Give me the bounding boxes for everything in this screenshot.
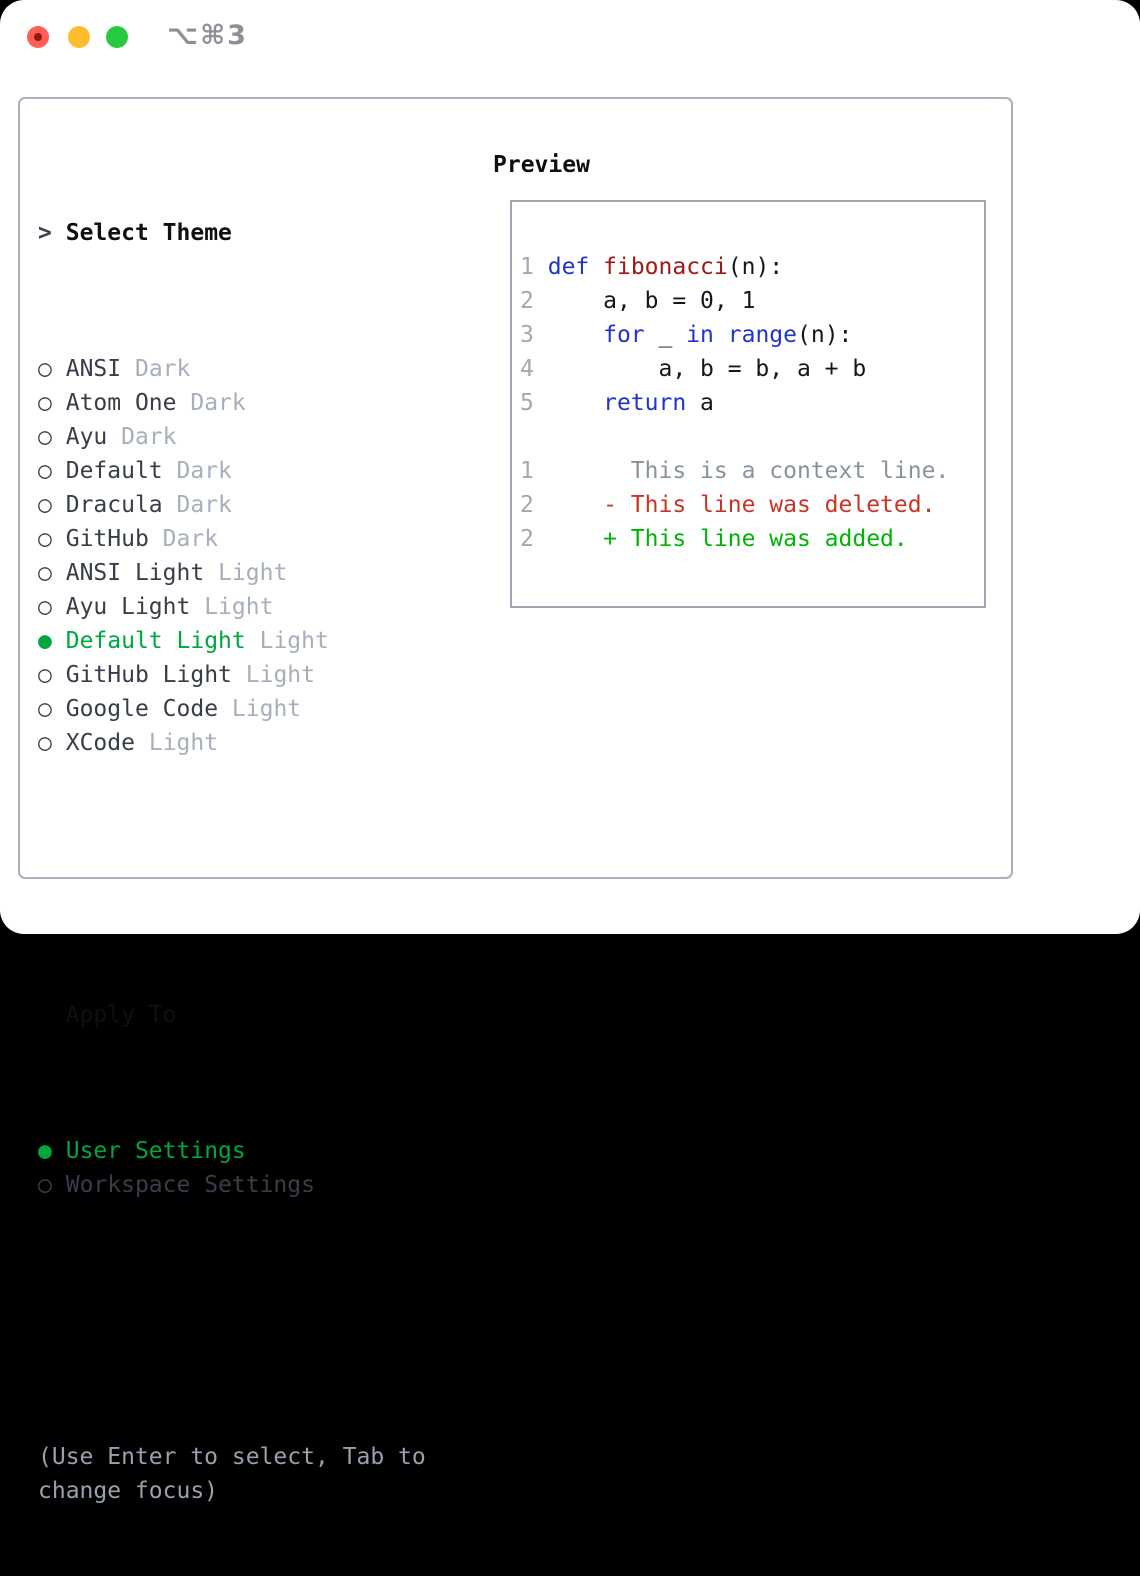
radio-icon: ○	[38, 560, 52, 586]
theme-variant-label: Light	[204, 594, 274, 620]
code-line: 1 This is a context line.	[520, 458, 950, 484]
apply-option[interactable]: ○ Workspace Settings	[38, 1168, 458, 1202]
apply-to-header-row: Apply To	[38, 998, 458, 1032]
radio-icon: ○	[38, 594, 52, 620]
hint-text: (Use Enter to select, Tab to change focu…	[38, 1444, 440, 1504]
close-dot-icon	[34, 33, 42, 41]
theme-variant-label: Dark	[176, 492, 232, 518]
theme-option-label: Dracula	[65, 492, 163, 518]
code-line: 2 a, b = 0, 1	[520, 288, 756, 314]
spacer-row	[38, 862, 458, 896]
theme-variant-label: Light	[218, 560, 288, 586]
line-number: 4	[520, 356, 534, 382]
theme-list-title: Select Theme	[65, 220, 232, 246]
close-button[interactable]	[27, 26, 49, 48]
line-number: 3	[520, 322, 534, 348]
selected-radio-icon: ●	[38, 1138, 52, 1164]
line-number: 2	[520, 492, 534, 518]
apply-to-list: ● User Settings○ Workspace Settings	[38, 1134, 458, 1202]
theme-variant-label: Dark	[176, 458, 232, 484]
theme-variant-label: Light	[231, 696, 302, 722]
theme-list: ○ ANSI Dark○ Atom One Dark○ Ayu Dark○ De…	[38, 352, 458, 760]
theme-picker: > Select Theme ○ ANSI Dark○ Atom One Dar…	[38, 148, 458, 1576]
radio-icon: ○	[38, 526, 52, 552]
theme-option-label: ANSI Light	[65, 560, 205, 586]
radio-icon: ○	[38, 492, 52, 518]
theme-option-label: Default Light	[65, 628, 246, 654]
code-line: 5 return a	[520, 390, 714, 416]
radio-icon: ○	[38, 1172, 52, 1198]
radio-icon: ○	[38, 730, 52, 756]
code-line	[520, 420, 984, 454]
theme-option-label: GitHub Light	[65, 662, 232, 688]
theme-variant-label: Light	[148, 730, 219, 756]
app-window: ⌥⌘3 > Select Theme ○ ANSI Dark○ Atom One…	[0, 0, 1140, 1504]
theme-option[interactable]: ○ GitHub Light Light	[38, 658, 458, 692]
radio-icon: ○	[38, 458, 52, 484]
radio-icon: ○	[38, 696, 52, 722]
theme-variant-label: Dark	[134, 356, 191, 382]
theme-option[interactable]: ○ GitHub Dark	[38, 522, 458, 556]
theme-option[interactable]: ○ Atom One Dark	[38, 386, 458, 420]
theme-option-label: Google Code	[65, 696, 219, 722]
minimize-button[interactable]	[68, 26, 90, 48]
theme-option[interactable]: ○ Ayu Dark	[38, 420, 458, 454]
theme-list-header: > Select Theme	[38, 216, 458, 250]
window-title: ⌥⌘3	[167, 20, 248, 51]
theme-option[interactable]: ○ Dracula Dark	[38, 488, 458, 522]
spacer-row	[38, 1304, 458, 1338]
zoom-button[interactable]	[106, 26, 128, 48]
preview-title: Preview	[493, 152, 590, 178]
line-number: 1	[520, 458, 534, 484]
preview-box: 1 def fibonacci(n): 2 a, b = 0, 1 3 for _ …	[510, 200, 986, 608]
line-number: 2	[520, 288, 534, 314]
theme-option[interactable]: ○ Default Dark	[38, 454, 458, 488]
selected-radio-icon: ●	[38, 628, 52, 654]
theme-variant-label: Dark	[121, 424, 177, 450]
code-line: 4 a, b = b, a + b	[520, 356, 867, 382]
theme-option-label: Ayu	[65, 424, 108, 450]
code-line: 2 + This line was added.	[520, 526, 908, 552]
apply-option-label: User Settings	[65, 1138, 246, 1164]
theme-option[interactable]: ○ Google Code Light	[38, 692, 458, 726]
main-panel: > Select Theme ○ ANSI Dark○ Atom One Dar…	[18, 97, 1013, 1504]
prompt-icon: >	[38, 220, 52, 246]
theme-option-label: Default	[65, 458, 163, 484]
theme-option[interactable]: ○ ANSI Light Light	[38, 556, 458, 590]
theme-variant-label: Dark	[190, 390, 246, 416]
line-number: 2	[520, 526, 534, 552]
theme-option-label: ANSI	[65, 356, 122, 382]
theme-option[interactable]: ○ XCode Light	[38, 726, 458, 760]
radio-icon: ○	[38, 424, 52, 450]
theme-option[interactable]: ○ ANSI Dark	[38, 352, 458, 386]
code-line: 1 def fibonacci(n):	[520, 254, 784, 280]
code-line: 2 - This line was deleted.	[520, 492, 936, 518]
radio-icon: ○	[38, 662, 52, 688]
radio-icon: ○	[38, 390, 52, 416]
theme-variant-label: Dark	[162, 526, 219, 552]
theme-option-label: XCode	[65, 730, 135, 756]
line-number: 5	[520, 390, 534, 416]
theme-option-label: GitHub	[65, 526, 149, 552]
apply-option-label: Workspace Settings	[65, 1172, 315, 1198]
theme-option-label: Atom One	[65, 390, 177, 416]
code-area: 1 def fibonacci(n): 2 a, b = 0, 1 3 for _ …	[512, 202, 984, 556]
apply-option[interactable]: ● User Settings	[38, 1134, 458, 1168]
line-number: 1	[520, 254, 534, 280]
apply-to-title: Apply To	[65, 1002, 177, 1028]
theme-variant-label: Light	[259, 628, 329, 654]
theme-option[interactable]: ○ Ayu Light Light	[38, 590, 458, 624]
theme-option[interactable]: ● Default Light Light	[38, 624, 458, 658]
theme-variant-label: Light	[245, 662, 315, 688]
radio-icon: ○	[38, 356, 52, 382]
code-line: 3 for _ in range(n):	[520, 322, 853, 348]
theme-option-label: Ayu Light	[65, 594, 191, 620]
